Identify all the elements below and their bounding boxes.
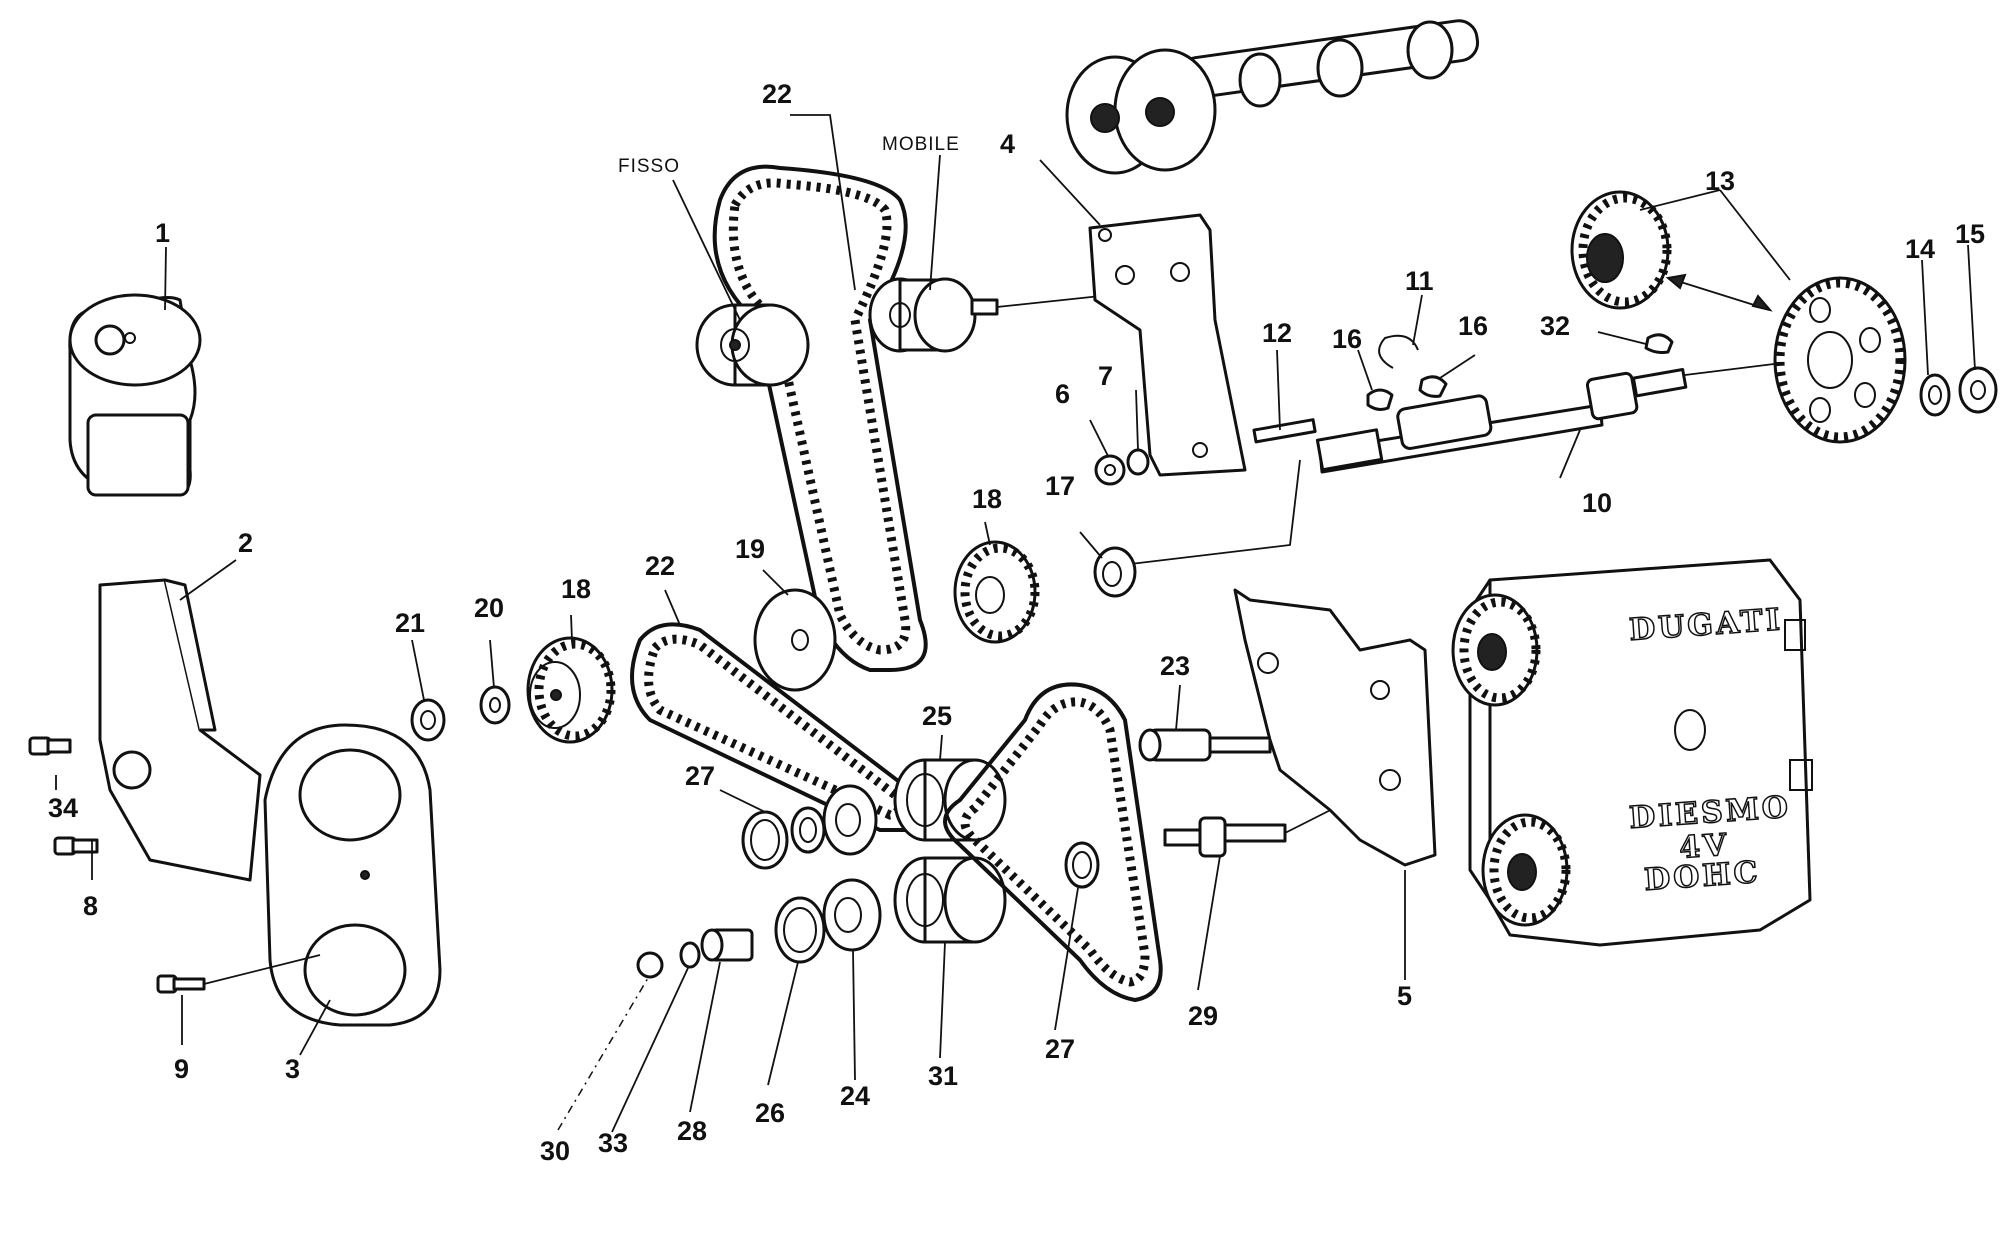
label-fisso: FISSO — [618, 156, 680, 177]
label-6: 6 — [1055, 379, 1070, 409]
ring-26 — [774, 896, 826, 964]
label-14: 14 — [1905, 234, 1935, 264]
washer-19 — [753, 588, 837, 692]
label-23: 23 — [1160, 651, 1190, 681]
label-5: 5 — [1397, 981, 1412, 1011]
bolt-34 — [28, 736, 72, 756]
label-2: 2 — [238, 528, 253, 558]
label-31: 31 — [928, 1061, 958, 1091]
part-labels: 1 2 3 4 5 6 7 8 9 10 11 12 13 14 15 16 1… — [48, 79, 1985, 1166]
pulley-25 — [893, 758, 1007, 842]
label-28: 28 — [677, 1116, 707, 1146]
label-12: 12 — [1262, 318, 1292, 348]
circlip-11 — [1378, 334, 1419, 369]
ring-27-upper-a — [741, 810, 789, 870]
gear-13-large — [1773, 276, 1907, 444]
label-30: 30 — [540, 1136, 570, 1166]
key-16-left — [1366, 388, 1394, 411]
camshaft-assembly — [1065, 19, 1480, 175]
cylinder-head — [1451, 558, 1813, 947]
washer-33 — [679, 941, 701, 969]
spacer-17 — [1093, 546, 1137, 598]
label-15: 15 — [1955, 219, 1985, 249]
tensioner-23 — [1138, 728, 1272, 762]
pulley-18-middle — [953, 540, 1040, 644]
nut-6 — [1094, 454, 1126, 486]
label-29: 29 — [1188, 1001, 1218, 1031]
pulley-31 — [893, 856, 1007, 944]
label-20: 20 — [474, 593, 504, 623]
label-11: 11 — [1405, 266, 1434, 296]
label-21: 21 — [395, 608, 425, 638]
engraving-line2: 4V — [1678, 828, 1730, 866]
washer-14 — [1919, 373, 1951, 417]
key-16-right — [1418, 375, 1448, 398]
nut-15 — [1958, 366, 1998, 414]
label-13: 13 — [1705, 166, 1735, 196]
label-10: 10 — [1582, 488, 1612, 518]
leader-lines — [55, 114, 1976, 1133]
part-5-bracket — [1233, 588, 1437, 867]
nut-21 — [410, 698, 446, 742]
ring-27-upper-b — [790, 806, 826, 854]
belt-22-upper — [712, 164, 928, 672]
label-19: 19 — [735, 534, 765, 564]
bearing-24-upper — [822, 784, 878, 856]
label-7: 7 — [1098, 361, 1113, 391]
bolt-9 — [156, 974, 206, 994]
label-24: 24 — [840, 1081, 870, 1111]
belt-third — [943, 682, 1163, 1003]
part-1-cover — [68, 293, 202, 497]
stud-12 — [1252, 418, 1317, 444]
bearing-24-lower — [822, 878, 882, 952]
bolt-29 — [1163, 816, 1287, 858]
roller-fisso — [695, 303, 810, 387]
part-4-bracket — [1088, 213, 1247, 477]
label-22-lower: 22 — [645, 551, 675, 581]
pulley-18-left — [526, 636, 616, 744]
roller-mobile — [868, 277, 999, 353]
label-16-left: 16 — [1332, 324, 1362, 354]
label-27-upper: 27 — [685, 761, 715, 791]
label-25: 25 — [922, 701, 952, 731]
label-33: 33 — [598, 1128, 628, 1158]
label-8: 8 — [83, 891, 98, 921]
washer-7 — [1126, 448, 1150, 476]
label-9: 9 — [174, 1054, 189, 1084]
spacer-28 — [700, 928, 754, 962]
shaft-10 — [1315, 367, 1688, 474]
washer-20 — [479, 685, 511, 725]
bolt-8 — [53, 836, 99, 856]
label-22-top: 22 — [762, 79, 792, 109]
label-mobile: MOBILE — [882, 134, 960, 155]
label-32: 32 — [1540, 311, 1570, 341]
label-16-right: 16 — [1458, 311, 1488, 341]
part-3-front-cover — [263, 723, 442, 1027]
label-34: 34 — [48, 793, 78, 823]
ring-27-lower — [1064, 841, 1100, 889]
part-2-rear-cover — [98, 578, 262, 882]
gear-13-small — [1570, 190, 1672, 310]
label-27-lower: 27 — [1045, 1034, 1075, 1064]
label-18-left: 18 — [561, 574, 591, 604]
label-3: 3 — [285, 1054, 300, 1084]
nut-30 — [636, 951, 664, 979]
key-32 — [1644, 333, 1674, 354]
label-1: 1 — [155, 218, 170, 248]
label-26: 26 — [755, 1098, 785, 1128]
label-18-middle: 18 — [972, 484, 1002, 514]
label-17: 17 — [1045, 471, 1075, 501]
label-4: 4 — [1000, 129, 1015, 159]
